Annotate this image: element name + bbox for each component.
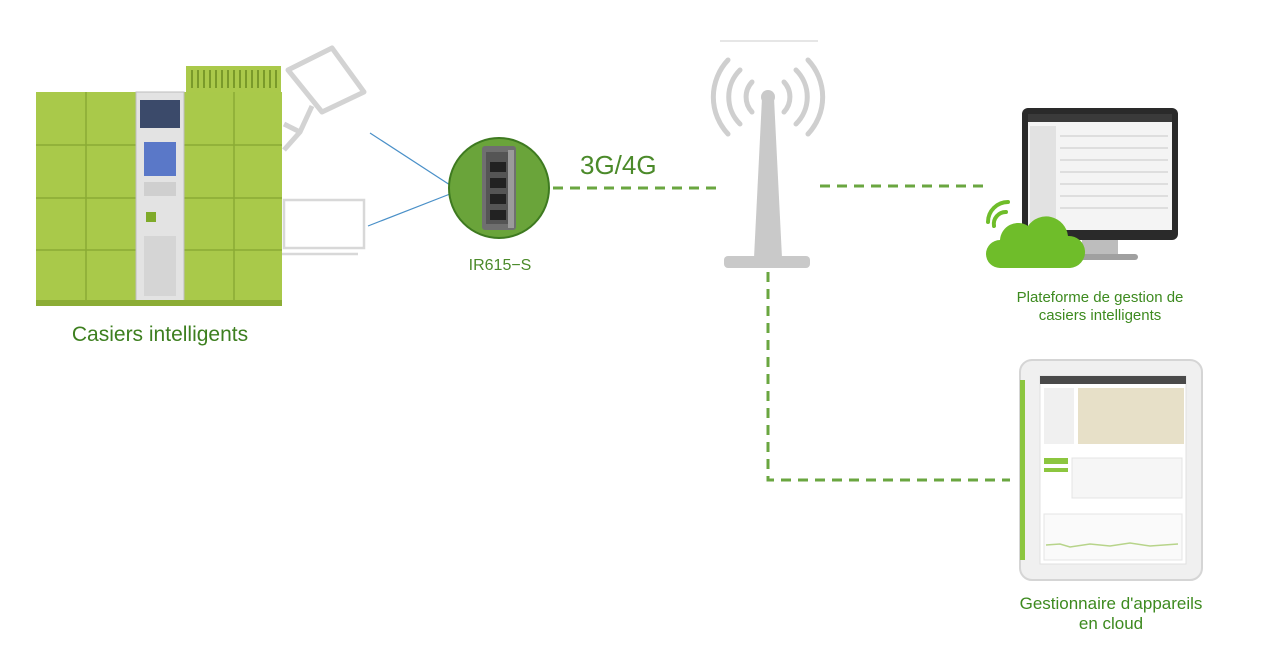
network-label: 3G/4G: [580, 150, 657, 180]
lockers-label: Casiers intelligents: [71, 323, 249, 346]
router-icon: [448, 137, 550, 239]
laptop-icon: [276, 198, 366, 256]
ethernet-wires: [367, 132, 451, 227]
cloud-manager-label-line1: Gestionnaire d'appareils: [1019, 594, 1203, 613]
cloud-manager-label-line2: en cloud: [1078, 614, 1144, 634]
smart-lockers-image: [36, 66, 282, 306]
cloud-manager-label: Gestionnaire d'appareils en cloud: [980, 594, 1242, 635]
platform-label: Plateforme de gestion de casiers intelli…: [980, 289, 1220, 325]
link-tower-cloud-manager: [766, 272, 1010, 482]
dashed-links: [553, 184, 1010, 482]
platform-label-line2: casiers intelligents: [1038, 307, 1162, 324]
tablet-icon: [1019, 359, 1203, 581]
cloud-icon: [986, 200, 1086, 268]
router-label: IR615−S: [468, 257, 532, 274]
platform-label-line1: Plateforme de gestion de: [1016, 289, 1184, 306]
security-camera-icon: [282, 45, 367, 152]
cell-tower-icon: [710, 40, 826, 268]
